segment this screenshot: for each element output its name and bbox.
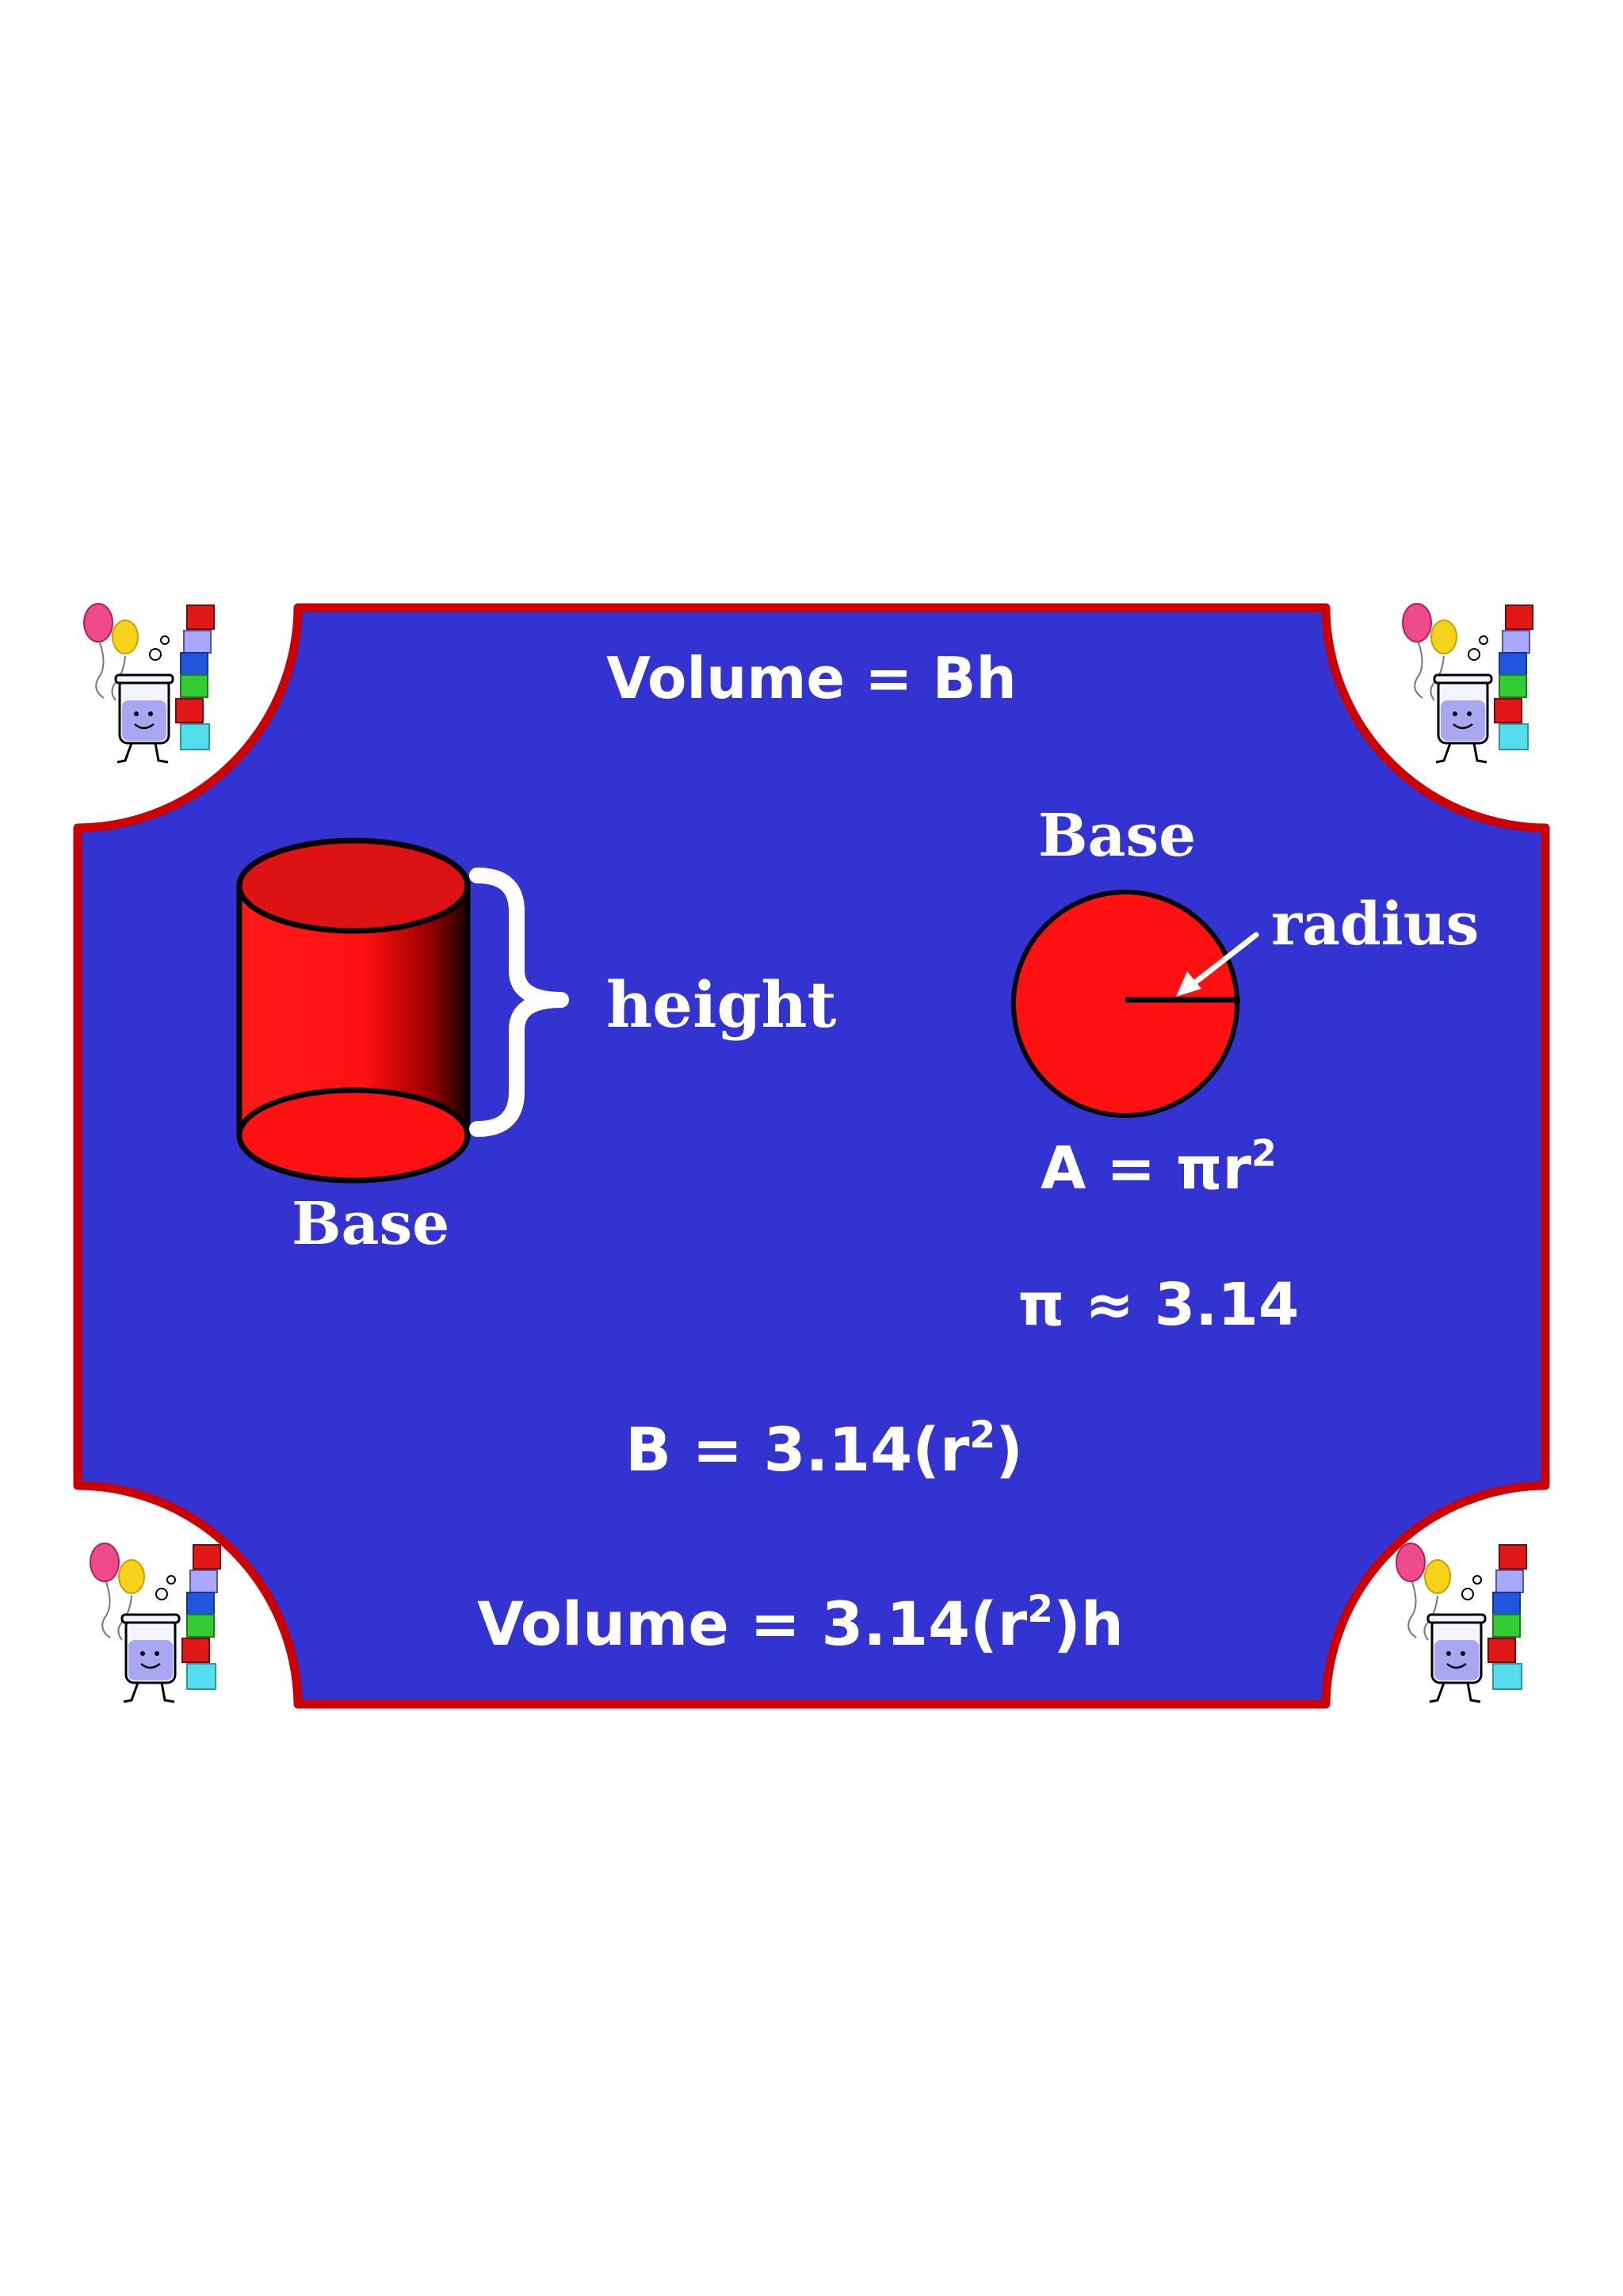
cylinder-shape <box>236 837 471 1184</box>
height-brace-icon <box>469 868 569 1137</box>
volume-formula-suffix: )h <box>1053 1589 1124 1659</box>
radius-label: radius <box>1271 891 1480 959</box>
mascot-bottom-right-icon <box>1395 1542 1528 1703</box>
mascot-top-right-icon <box>1401 602 1534 764</box>
volume-formula-exponent: 2 <box>1027 1587 1054 1631</box>
area-formula-exponent: 2 <box>1251 1131 1277 1175</box>
mascot-bottom-left-icon <box>89 1542 222 1703</box>
volume-general-formula: Volume = Bh <box>606 645 1017 711</box>
base-area-formula: B = 3.14(r2) <box>547 1417 1102 1480</box>
area-formula-text: A = πr <box>1041 1135 1251 1203</box>
base-formula-exponent: 2 <box>969 1413 996 1457</box>
circle-base-shape <box>1011 890 1240 1118</box>
cylinder-base-label: Base <box>292 1190 450 1258</box>
radius-arrow-icon <box>1176 932 1259 997</box>
mascot-top-left-icon <box>82 602 216 764</box>
base-formula-text: B = 3.14(r <box>625 1414 970 1485</box>
circle-area-formula: A = πr2 <box>960 1135 1357 1198</box>
pi-approximation: π ≈ 3.14 <box>1018 1271 1300 1339</box>
volume-formula-text: Volume = 3.14(r <box>477 1589 1028 1659</box>
cylinder-volume-formula: Volume = 3.14(r2)h <box>444 1591 1157 1654</box>
circle-base-label: Base <box>1038 802 1197 870</box>
height-label: height <box>606 967 837 1042</box>
base-formula-suffix: ) <box>995 1414 1023 1485</box>
